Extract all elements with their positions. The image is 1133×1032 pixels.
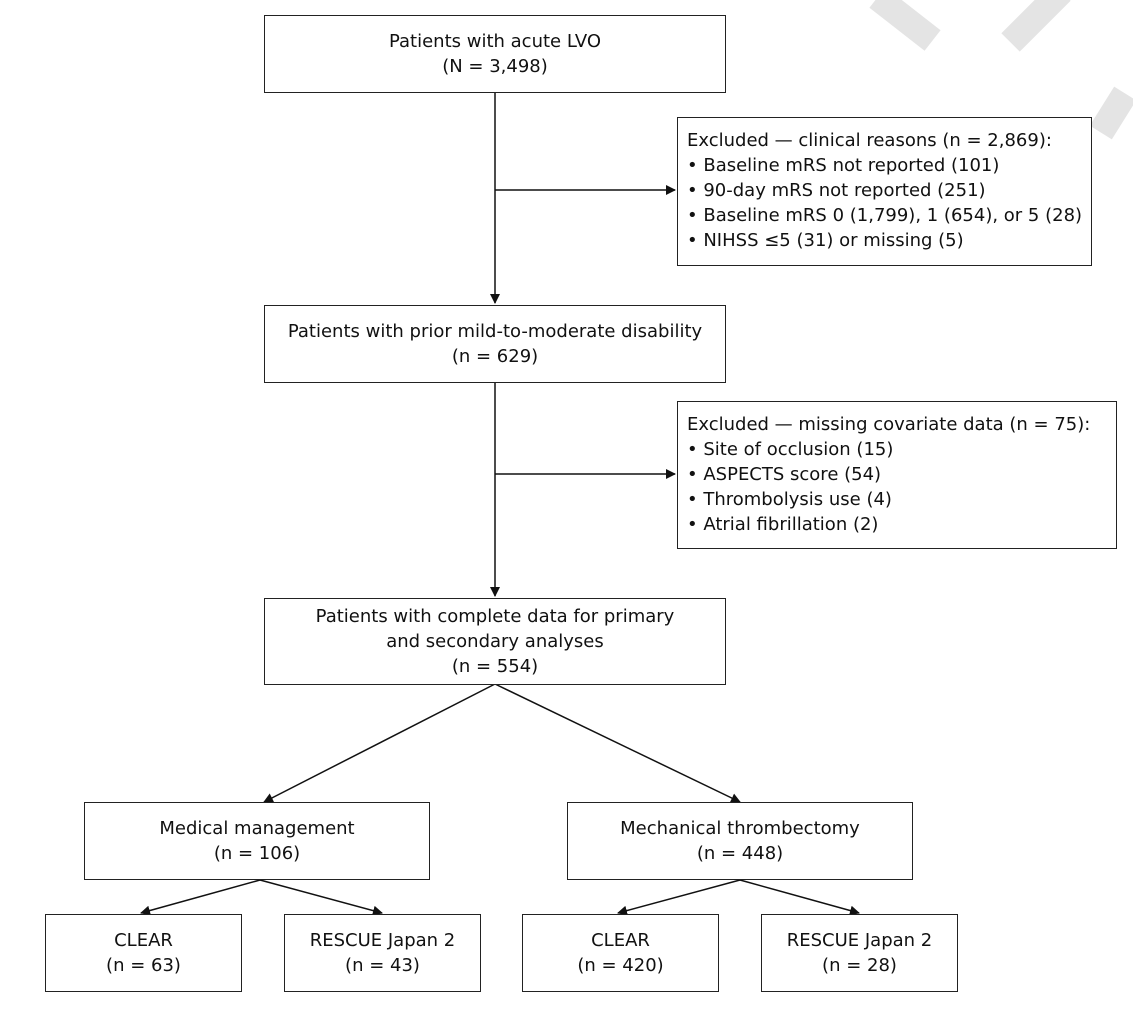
- exclusion-item: Atrial fibrillation (2): [687, 512, 1108, 537]
- exclusion-covariate-box: Excluded — missing covariate data (n = 7…: [677, 401, 1117, 549]
- exclusion-item: Site of occlusion (15): [687, 437, 1108, 462]
- exclusion-clinical-box: Excluded — clinical reasons (n = 2,869):…: [677, 117, 1092, 266]
- box-title: RESCUE Japan 2: [309, 930, 456, 951]
- mm-rescue-box: RESCUE Japan 2 (n = 43): [284, 914, 481, 992]
- arrow-to-thrombectomy: [494, 683, 741, 803]
- box-title: CLEAR: [114, 930, 173, 951]
- exclusion-item: Thrombolysis use (4): [687, 487, 1108, 512]
- exclusion-item: NIHSS ≤5 (31) or missing (5): [687, 228, 1083, 253]
- arrow-mt-to-clear: [617, 879, 741, 916]
- exclusion-title: Excluded — missing covariate data (n = 7…: [687, 414, 1091, 435]
- complete-data-box: Patients with complete data for primary …: [264, 598, 726, 685]
- box-count: (n = 106): [213, 843, 301, 864]
- box-count: (n = 420): [577, 955, 664, 976]
- mt-rescue-box: RESCUE Japan 2 (n = 28): [761, 914, 958, 992]
- exclusion-list: Site of occlusion (15) ASPECTS score (54…: [687, 437, 1108, 537]
- box-title: Medical management: [159, 818, 355, 839]
- exclusion-item: Baseline mRS 0 (1,799), 1 (654), or 5 (2…: [687, 203, 1083, 228]
- box-count: (n = 28): [822, 955, 897, 976]
- arrow-mm-to-clear: [140, 879, 261, 916]
- exclusion-item: 90-day mRS not reported (251): [687, 178, 1083, 203]
- box-count: (n = 63): [106, 955, 181, 976]
- arrow-to-medical-management: [263, 683, 496, 803]
- box-title: Patients with prior mild-to-moderate dis…: [287, 321, 703, 342]
- acute-lvo-box: Patients with acute LVO (N = 3,498): [264, 15, 726, 93]
- arrow-mm-to-rescue: [259, 879, 383, 916]
- medical-management-box: Medical management (n = 106): [84, 802, 430, 880]
- exclusion-list: Baseline mRS not reported (101) 90-day m…: [687, 153, 1083, 253]
- exclusion-item: ASPECTS score (54): [687, 462, 1108, 487]
- box-count: (n = 629): [451, 346, 539, 367]
- exclusion-title: Excluded — clinical reasons (n = 2,869):: [687, 130, 1052, 151]
- box-title: RESCUE Japan 2: [786, 930, 933, 951]
- mm-clear-box: CLEAR (n = 63): [45, 914, 242, 992]
- box-count: (n = 448): [696, 843, 784, 864]
- box-title: Patients with acute LVO: [388, 31, 602, 52]
- box-title: Mechanical thrombectomy: [620, 818, 860, 839]
- box-title: Patients with complete data for primary: [315, 606, 675, 627]
- prior-disability-box: Patients with prior mild-to-moderate dis…: [264, 305, 726, 383]
- box-count: (N = 3,498): [442, 56, 548, 77]
- box-title: CLEAR: [591, 930, 650, 951]
- mt-clear-box: CLEAR (n = 420): [522, 914, 719, 992]
- arrow-mt-to-rescue: [739, 879, 860, 916]
- thrombectomy-box: Mechanical thrombectomy (n = 448): [567, 802, 913, 880]
- box-subtitle: and secondary analyses: [386, 631, 604, 652]
- box-count: (n = 43): [345, 955, 420, 976]
- box-count: (n = 554): [451, 656, 539, 677]
- exclusion-item: Baseline mRS not reported (101): [687, 153, 1083, 178]
